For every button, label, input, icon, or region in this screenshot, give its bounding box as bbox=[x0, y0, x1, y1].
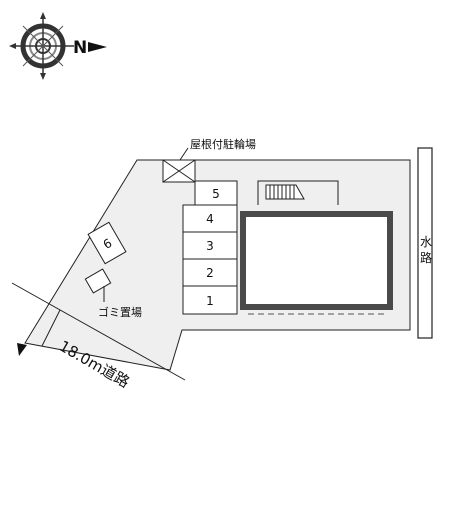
parking-space-1: 1 bbox=[182, 285, 238, 315]
parking-space-number: 2 bbox=[206, 266, 214, 280]
waterway-label-1: 水 bbox=[420, 235, 432, 249]
building-entrance-outline bbox=[257, 180, 339, 205]
parking-space-number: 5 bbox=[212, 187, 220, 201]
bicycle-parking bbox=[162, 159, 196, 183]
parking-space-5: 5 bbox=[194, 180, 238, 206]
building-stairs-icon bbox=[265, 184, 305, 200]
road-edge-line bbox=[41, 309, 61, 347]
north-arrow-icon bbox=[88, 42, 107, 52]
garbage-area-label: ゴミ置場 bbox=[98, 305, 142, 319]
parking-space-number: 3 bbox=[206, 239, 214, 253]
road-arrow-icon bbox=[17, 343, 27, 356]
bicycle-parking-label: 屋根付駐輪場 bbox=[190, 137, 256, 151]
parking-space-4: 4 bbox=[182, 204, 238, 233]
building bbox=[240, 211, 393, 310]
garbage-area bbox=[84, 268, 112, 294]
north-label: N bbox=[73, 38, 87, 58]
compass-rose-icon bbox=[9, 12, 74, 80]
bicycle-parking-leader bbox=[179, 147, 189, 161]
waterway bbox=[417, 147, 433, 339]
parking-space-2: 2 bbox=[182, 258, 238, 287]
waterway-label-2: 路 bbox=[420, 250, 432, 265]
road-boundary-line bbox=[11, 282, 186, 381]
parking-space-number: 1 bbox=[206, 294, 214, 308]
parking-space-6: 6 bbox=[87, 221, 127, 265]
parking-space-3: 3 bbox=[182, 231, 238, 260]
parking-space-number: 4 bbox=[206, 212, 214, 226]
